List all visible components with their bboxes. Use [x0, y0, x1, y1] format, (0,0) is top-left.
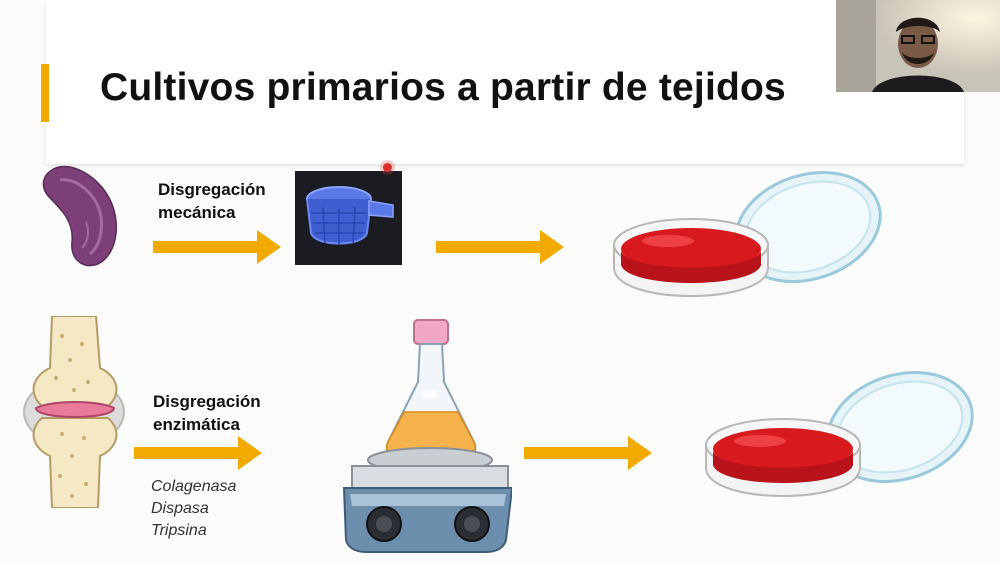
knee-joint-icon: [23, 316, 125, 508]
laser-pointer-dot: [383, 163, 392, 172]
slide-title: Cultivos primarios a partir de tejidos: [100, 66, 786, 109]
erlenmeyer-flask-icon: [385, 319, 477, 459]
webcam-video-thumbnail[interactable]: [836, 0, 1000, 92]
mechanical-label-line1: Disgregación: [158, 180, 266, 199]
arrow-enzymatic-2: [524, 436, 652, 470]
petri-dish-icon-2: [705, 371, 974, 497]
enzyme-item-collagenase: Colagenasa: [151, 478, 237, 495]
enzyme-item-trypsin: Tripsina: [151, 522, 207, 539]
arrow-mechanical-1: [153, 230, 281, 264]
enzymatic-label: Disgregación enzimática: [153, 390, 261, 436]
title-panel: [46, 0, 964, 164]
enzymatic-label-line2: enzimática: [153, 415, 240, 434]
enzymatic-label-line1: Disgregación: [153, 392, 261, 411]
mechanical-label-line2: mecánica: [158, 203, 236, 222]
mechanical-label: Disgregación mecánica: [158, 178, 266, 224]
enzyme-list: Colagenasa Dispasa Tripsina: [151, 476, 236, 542]
petri-dish-icon: [613, 171, 882, 297]
enzyme-item-dispase: Dispasa: [151, 500, 209, 517]
spleen-icon: [42, 165, 118, 267]
hot-plate-stirrer-icon: [342, 319, 512, 553]
cell-strainer-icon: [295, 171, 402, 265]
title-accent-bar: [41, 64, 49, 122]
arrow-enzymatic-1: [134, 436, 262, 470]
arrow-mechanical-2: [436, 230, 564, 264]
